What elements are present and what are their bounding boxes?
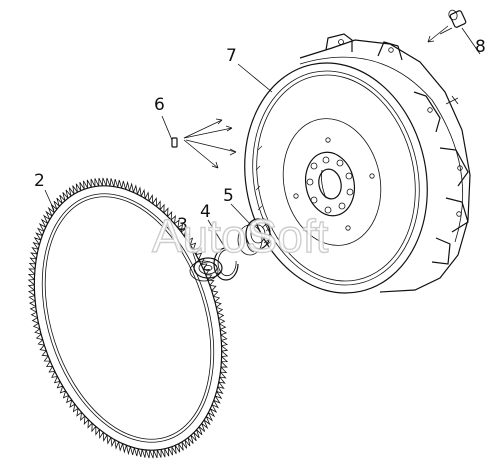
- watermark-text: AutoSoft: [152, 210, 329, 262]
- callout-4: 4: [200, 202, 211, 222]
- callout-6: 6: [154, 95, 165, 115]
- flywheel-bolt-holes: [293, 137, 375, 231]
- callout-5: 5: [223, 186, 234, 206]
- pilot-bearing: [189, 257, 223, 282]
- callout-8: 8: [475, 37, 486, 57]
- ring-gear-teeth: [27, 177, 229, 459]
- ring-gear: [27, 177, 229, 459]
- dowel-pin: [171, 137, 178, 148]
- sleeve-plug: [448, 9, 467, 28]
- callout-2: 2: [34, 171, 45, 191]
- flywheel-mounting-lugs: [325, 33, 469, 265]
- assembly-arrows: [183, 25, 453, 169]
- callout-7: 7: [226, 46, 237, 66]
- callout-3: 3: [177, 215, 188, 235]
- flywheel: [244, 33, 471, 294]
- callout-labels: 2 3 4 5 6 7 8: [34, 37, 486, 235]
- retaining-ring: [213, 247, 239, 281]
- gear-tooth-profile: [27, 177, 229, 459]
- leader-lines: [44, 27, 481, 263]
